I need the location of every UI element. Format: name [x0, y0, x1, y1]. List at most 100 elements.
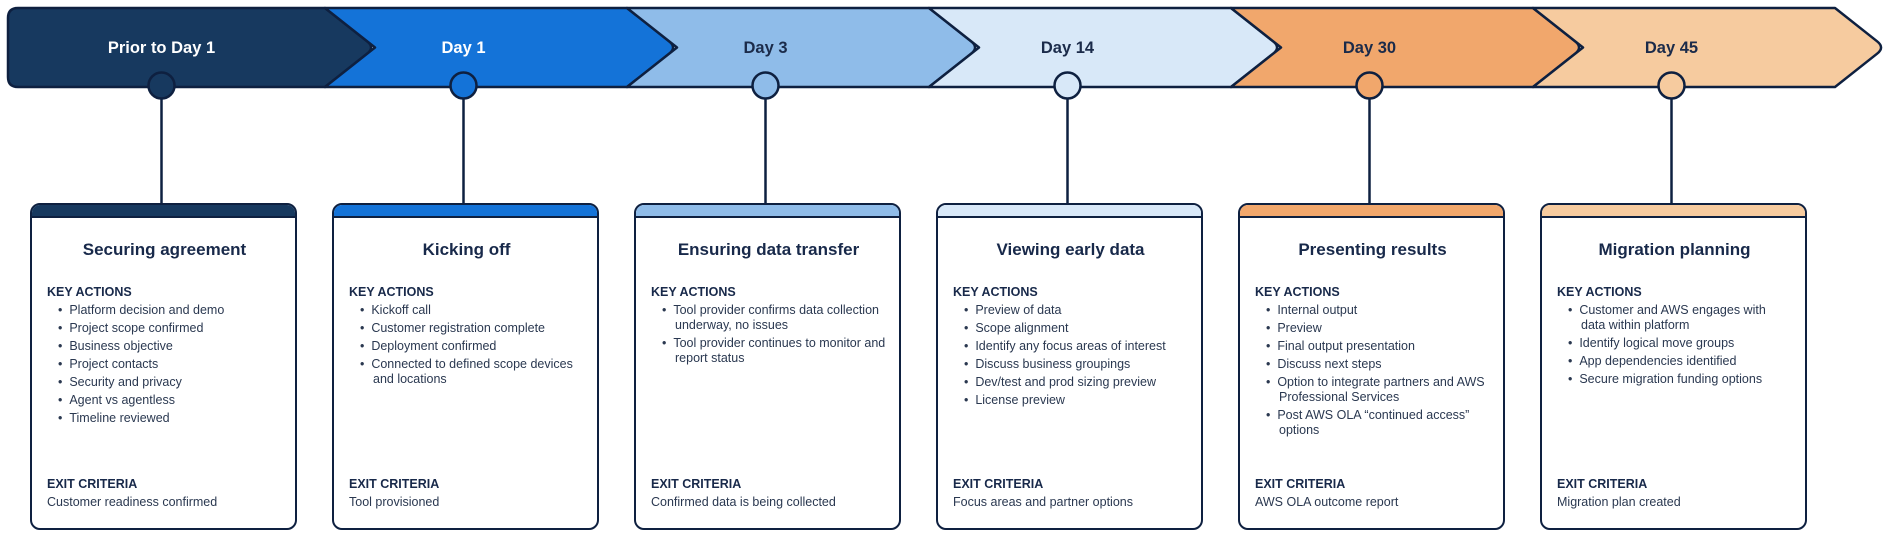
key-action-item: Identify any focus areas of interest — [964, 339, 1188, 354]
exit-criteria-text: Tool provisioned — [349, 495, 440, 509]
exit-criteria-block: EXIT CRITERIA Customer readiness confirm… — [47, 477, 282, 528]
key-action-item: Identify logical move groups — [1568, 336, 1792, 351]
key-action-item: Customer registration complete — [360, 321, 584, 336]
exit-criteria-text: Customer readiness confirmed — [47, 495, 218, 509]
phase-card: Kicking off KEY ACTIONS Kickoff callCust… — [332, 203, 599, 530]
key-action-item: Discuss next steps — [1266, 357, 1490, 372]
key-actions-list: Kickoff callCustomer registration comple… — [349, 303, 584, 390]
key-action-item: Connected to defined scope devices and l… — [360, 357, 584, 387]
phase-card: Presenting results KEY ACTIONS Internal … — [1238, 203, 1505, 530]
timeline-arrow-4 — [927, 6, 1279, 89]
phase-marker-circle — [751, 71, 780, 100]
card-color-strip — [636, 205, 899, 218]
key-actions-list: Internal outputPreviewFinal output prese… — [1255, 303, 1490, 441]
phase-marker-circle — [449, 71, 478, 100]
exit-criteria-block: EXIT CRITERIA Confirmed data is being co… — [651, 477, 886, 528]
phase-card: Migration planning KEY ACTIONS Customer … — [1540, 203, 1807, 530]
key-actions-label: KEY ACTIONS — [1557, 285, 1642, 299]
exit-criteria-label: EXIT CRITERIA — [1557, 477, 1648, 491]
key-action-item: Post AWS OLA “continued access” options — [1266, 408, 1490, 438]
exit-criteria-text: Migration plan created — [1557, 495, 1681, 509]
timeline-arrow-5 — [1229, 6, 1581, 89]
key-actions-list: Customer and AWS engages with data withi… — [1557, 303, 1792, 390]
card-body: Ensuring data transfer KEY ACTIONS Tool … — [636, 218, 899, 528]
phase-label: Day 30 — [1343, 39, 1396, 57]
card-title: Securing agreement — [82, 240, 247, 259]
key-action-item: Final output presentation — [1266, 339, 1490, 354]
phase-label: Day 14 — [1041, 39, 1095, 57]
key-action-item: Discuss business groupings — [964, 357, 1188, 372]
timeline-arrow-6 — [1531, 6, 1883, 89]
key-action-item: Preview — [1266, 321, 1490, 336]
phase-marker-circle — [147, 71, 176, 100]
key-action-item: App dependencies identified — [1568, 354, 1792, 369]
card-color-strip — [1542, 205, 1805, 218]
key-action-item: Secure migration funding options — [1568, 372, 1792, 387]
card-title: Migration planning — [1598, 240, 1751, 259]
key-action-item: Dev/test and prod sizing preview — [964, 375, 1188, 390]
card-title: Kicking off — [422, 240, 511, 259]
exit-criteria-block: EXIT CRITERIA Tool provisioned — [349, 477, 584, 528]
key-action-item: Security and privacy — [58, 375, 282, 390]
card-color-strip — [32, 205, 295, 218]
timeline-arrow-1 — [6, 6, 373, 89]
card-color-strip — [1240, 205, 1503, 218]
exit-criteria-label: EXIT CRITERIA — [1255, 477, 1346, 491]
exit-criteria-label: EXIT CRITERIA — [651, 477, 742, 491]
key-action-item: Preview of data — [964, 303, 1188, 318]
key-action-item: License preview — [964, 393, 1188, 408]
key-action-item: Deployment confirmed — [360, 339, 584, 354]
key-actions-label: KEY ACTIONS — [1255, 285, 1340, 299]
card-color-strip — [938, 205, 1201, 218]
key-actions-list: Platform decision and demoProject scope … — [47, 303, 282, 429]
timeline-arrow-3 — [625, 6, 977, 89]
key-actions-label: KEY ACTIONS — [651, 285, 736, 299]
key-action-item: Option to integrate partners and AWS Pro… — [1266, 375, 1490, 405]
key-actions-list: Tool provider confirms data collection u… — [651, 303, 886, 369]
phase-label: Prior to Day 1 — [108, 39, 215, 57]
exit-criteria-label: EXIT CRITERIA — [349, 477, 440, 491]
card-body: Viewing early data KEY ACTIONS Preview o… — [938, 218, 1201, 528]
phase-cards-row: Securing agreement KEY ACTIONS Platform … — [30, 203, 1807, 530]
key-actions-list: Preview of dataScope alignmentIdentify a… — [953, 303, 1188, 411]
phase-card: Viewing early data KEY ACTIONS Preview o… — [936, 203, 1203, 530]
phase-marker-circle — [1657, 71, 1686, 100]
key-action-item: Platform decision and demo — [58, 303, 282, 318]
key-action-item: Tool provider continues to monitor and r… — [662, 336, 886, 366]
card-body: Securing agreement KEY ACTIONS Platform … — [32, 218, 295, 528]
phase-card: Ensuring data transfer KEY ACTIONS Tool … — [634, 203, 901, 530]
key-actions-label: KEY ACTIONS — [349, 285, 434, 299]
exit-criteria-label: EXIT CRITERIA — [953, 477, 1044, 491]
exit-criteria-text: AWS OLA outcome report — [1255, 495, 1399, 509]
key-action-item: Kickoff call — [360, 303, 584, 318]
card-title: Presenting results — [1298, 240, 1447, 259]
key-action-item: Internal output — [1266, 303, 1490, 318]
key-action-item: Project scope confirmed — [58, 321, 282, 336]
timeline-arrow-2 — [323, 6, 675, 89]
phase-label: Day 1 — [441, 39, 485, 57]
phase-label: Day 3 — [743, 39, 787, 57]
key-action-item: Customer and AWS engages with data withi… — [1568, 303, 1792, 333]
phase-marker-circle — [1355, 71, 1384, 100]
phase-card: Securing agreement KEY ACTIONS Platform … — [30, 203, 297, 530]
key-action-item: Project contacts — [58, 357, 282, 372]
exit-criteria-label: EXIT CRITERIA — [47, 477, 138, 491]
phase-label: Day 45 — [1645, 39, 1698, 57]
exit-criteria-block: EXIT CRITERIA Focus areas and partner op… — [953, 477, 1188, 528]
card-body: Presenting results KEY ACTIONS Internal … — [1240, 218, 1503, 528]
card-body: Migration planning KEY ACTIONS Customer … — [1542, 218, 1805, 528]
timeline-arrows-svg: Prior to Day 1 Day 1 Day 3 Day 14 Day 30 Day … — [6, 6, 1883, 205]
card-color-strip — [334, 205, 597, 218]
exit-criteria-block: EXIT CRITERIA AWS OLA outcome report — [1255, 477, 1490, 528]
exit-criteria-text: Focus areas and partner options — [953, 495, 1133, 509]
exit-criteria-text: Confirmed data is being collected — [651, 495, 836, 509]
key-action-item: Agent vs agentless — [58, 393, 282, 408]
key-action-item: Tool provider confirms data collection u… — [662, 303, 886, 333]
key-actions-label: KEY ACTIONS — [47, 285, 132, 299]
card-title: Viewing early data — [996, 240, 1145, 259]
card-title: Ensuring data transfer — [677, 240, 860, 259]
card-body: Kicking off KEY ACTIONS Kickoff callCust… — [334, 218, 597, 528]
key-action-item: Business objective — [58, 339, 282, 354]
phase-marker-circle — [1053, 71, 1082, 100]
